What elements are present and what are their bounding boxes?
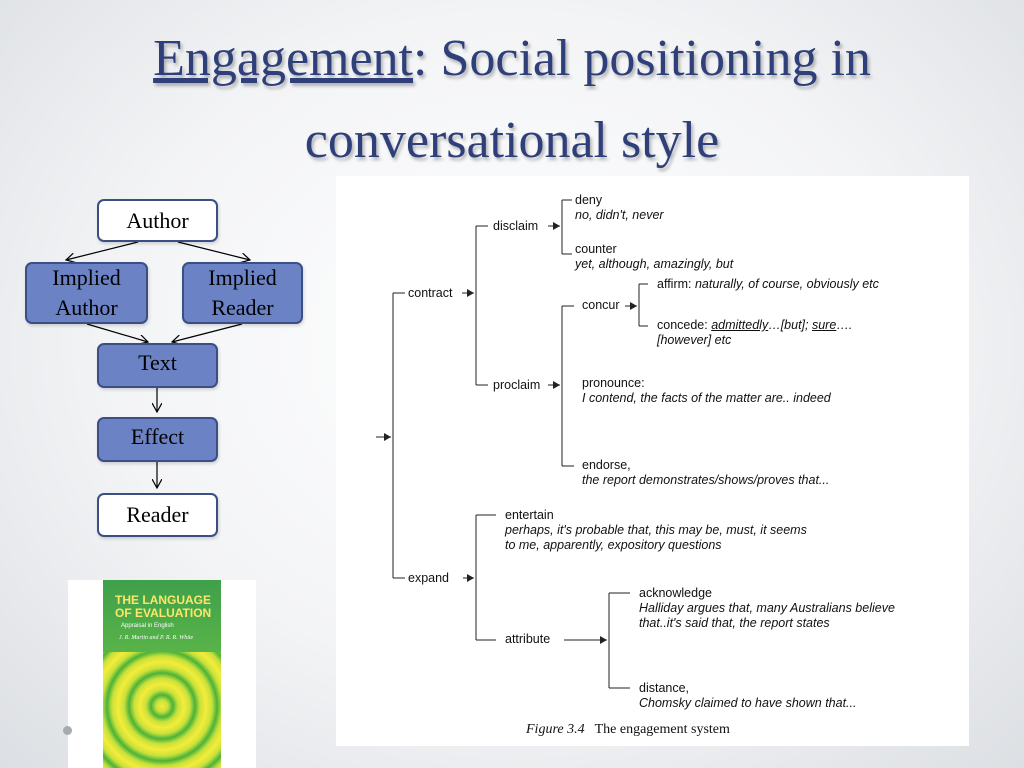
figure-caption-text: The engagement system bbox=[594, 722, 730, 737]
node-concede: concede: admittedly…[but]; sure…. [howev… bbox=[657, 318, 852, 348]
author-label: Author bbox=[126, 207, 189, 233]
deny-label: deny bbox=[575, 193, 603, 207]
book-cover-image: THE LANGUAGE OF EVALUATION Appraisal in … bbox=[103, 580, 221, 768]
node-contract: contract bbox=[408, 286, 452, 301]
book-authors: J. R. Martin and P. R. R. White bbox=[119, 635, 194, 641]
implied-author-box: Implied Author bbox=[25, 262, 148, 324]
endorse-label: endorse, bbox=[582, 458, 631, 472]
book-subtitle: Appraisal in English bbox=[121, 623, 174, 629]
node-disclaim: disclaim bbox=[493, 219, 538, 234]
node-counter: counter yet, although, amazingly, but bbox=[575, 242, 733, 272]
text-box: Text bbox=[97, 343, 218, 388]
pronounce-examples: I contend, the facts of the matter are..… bbox=[582, 391, 831, 405]
figure-caption: Figure 3.4 The engagement system bbox=[526, 722, 730, 738]
book-title: THE LANGUAGE OF EVALUATION bbox=[115, 593, 212, 620]
counter-label: counter bbox=[575, 242, 617, 256]
pronounce-label: pronounce: bbox=[582, 376, 645, 390]
implied-reader-box: Implied Reader bbox=[182, 262, 303, 324]
concede-example-ellipsis: …. bbox=[836, 318, 853, 332]
book-cover-band bbox=[103, 580, 221, 652]
node-acknowledge: acknowledge Halliday argues that, many A… bbox=[639, 586, 914, 631]
title-link-engagement[interactable]: Engagement bbox=[153, 30, 413, 87]
distance-label: distance, bbox=[639, 681, 690, 695]
acknowledge-examples: Halliday argues that, many Australians b… bbox=[639, 601, 895, 630]
node-endorse: endorse, the report demonstrates/shows/p… bbox=[582, 458, 842, 488]
concede-label: concede: bbox=[657, 318, 708, 332]
node-distance: distance, Chomsky claimed to have shown … bbox=[639, 681, 856, 711]
concede-example-sure: sure bbox=[811, 318, 837, 332]
expand-label: expand bbox=[408, 571, 450, 585]
acknowledge-label: acknowledge bbox=[639, 586, 712, 600]
deny-examples: no, didn't, never bbox=[575, 208, 664, 222]
concede-example-however: [however] etc bbox=[657, 333, 732, 347]
text-label: Text bbox=[138, 350, 177, 375]
node-concur: concur bbox=[582, 298, 620, 313]
node-attribute: attribute bbox=[505, 632, 550, 647]
contract-label: contract bbox=[408, 286, 453, 300]
title-text: : Social positioning in conversational s… bbox=[304, 30, 871, 169]
node-proclaim: proclaim bbox=[493, 378, 540, 393]
effect-label: Effect bbox=[130, 424, 185, 449]
concede-example-but: …[but]; bbox=[768, 318, 812, 332]
slide-title: Engagement: Social positioning in conver… bbox=[40, 18, 984, 182]
counter-examples: yet, although, amazingly, but bbox=[575, 257, 734, 271]
reader-label: Reader bbox=[126, 502, 189, 527]
node-affirm: affirm: naturally, of course, obviously … bbox=[657, 277, 879, 292]
flowchart-arrows bbox=[0, 241, 340, 560]
node-deny: deny no, didn't, never bbox=[575, 193, 664, 223]
entertain-examples: perhaps, it's probable that, this may be… bbox=[505, 523, 807, 552]
node-expand: expand bbox=[408, 571, 449, 586]
node-pronounce: pronounce: I contend, the facts of the m… bbox=[582, 376, 832, 406]
reader-box: Reader bbox=[97, 493, 218, 537]
figure-number: Figure 3.4 bbox=[526, 722, 585, 737]
implied-reader-label: Implied Reader bbox=[208, 265, 277, 320]
affirm-label: affirm: bbox=[657, 277, 692, 291]
system-network-lines bbox=[376, 199, 648, 689]
concur-label: concur bbox=[582, 298, 620, 312]
attribute-label: attribute bbox=[505, 632, 551, 646]
engagement-system-figure: contract expand disclaim proclaim deny n… bbox=[336, 176, 969, 746]
endorse-examples: the report demonstrates/shows/proves tha… bbox=[582, 473, 830, 487]
node-entertain: entertain perhaps, it's probable that, t… bbox=[505, 508, 817, 553]
author-box: Author bbox=[97, 199, 218, 242]
effect-box: Effect bbox=[97, 417, 218, 462]
proclaim-label: proclaim bbox=[493, 378, 541, 392]
implied-author-label: Implied Author bbox=[52, 265, 121, 320]
bullet-dot bbox=[63, 726, 72, 735]
concede-example-admittedly: admittedly bbox=[711, 318, 769, 332]
affirm-examples: naturally, of course, obviously etc bbox=[694, 277, 879, 291]
disclaim-label: disclaim bbox=[493, 219, 539, 233]
entertain-label: entertain bbox=[505, 508, 554, 522]
distance-examples: Chomsky claimed to have shown that... bbox=[639, 696, 857, 710]
